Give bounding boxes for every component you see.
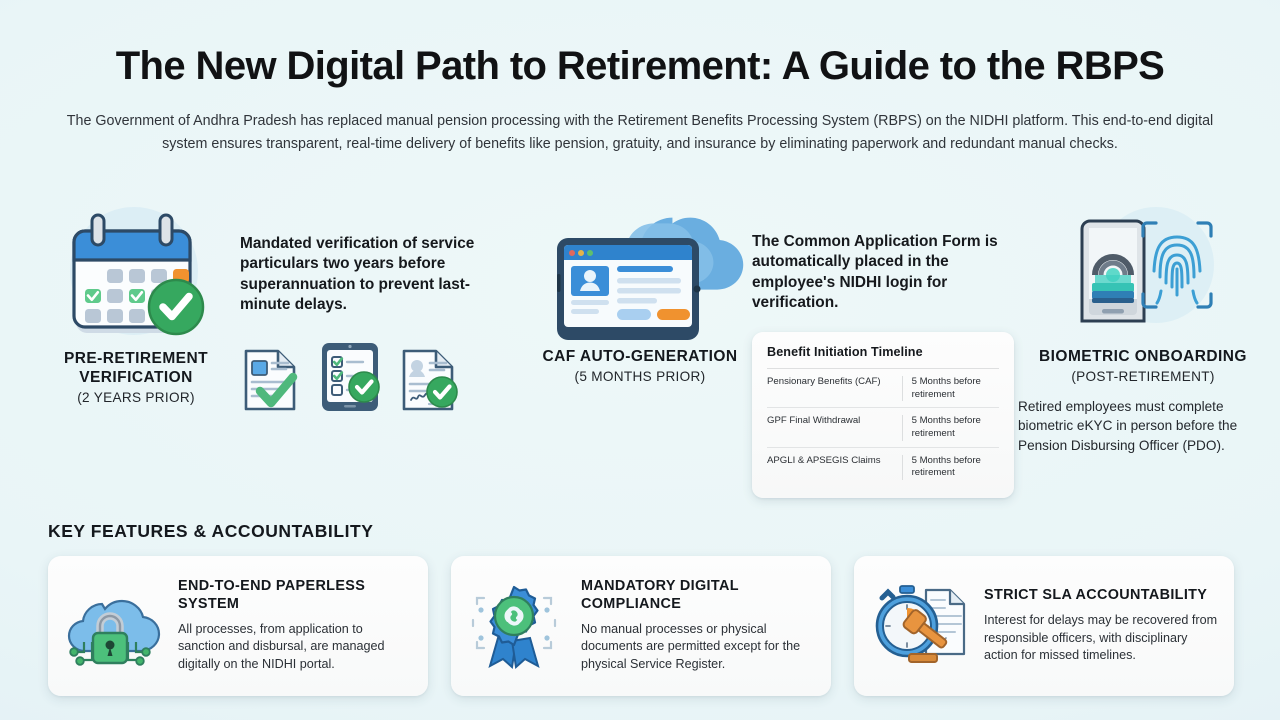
- timeline-when: 5 Months before retirement: [901, 375, 999, 402]
- feature-cards: END-TO-END PAPERLESS SYSTEM All processe…: [48, 556, 1234, 696]
- biometric-scanner-icon: [1018, 198, 1268, 348]
- process-step-verification-detail: Mandated verification of service particu…: [240, 234, 504, 413]
- timeline-when: 5 Months before retirement: [901, 415, 999, 441]
- feature-card-desc: Interest for delays may be recovered fro…: [984, 613, 1218, 663]
- timeline-when: 5 Months before retirement: [901, 454, 999, 480]
- caf-detail-block: The Common Application Form is automatic…: [752, 232, 1014, 498]
- feature-card-desc: All processes, from application to sanct…: [178, 621, 385, 672]
- signed-document-check-icon: [398, 347, 460, 413]
- cloud-tablet-form-icon: [520, 196, 760, 348]
- feature-card-title: MANDATORY DIGITAL COMPLIANCE: [581, 578, 739, 612]
- table-row: Pensionary Benefits (CAF) 5 Months befor…: [767, 367, 999, 407]
- caf-description: The Common Application Form is automatic…: [752, 233, 998, 312]
- feature-card-title: STRICT SLA ACCOUNTABILITY: [984, 586, 1208, 603]
- step-sublabel: (2 YEARS PRIOR): [77, 389, 195, 405]
- cloud-lock-icon: [62, 574, 166, 678]
- step-label: CAF AUTO-GENERATION: [542, 348, 738, 365]
- feature-card-paperless[interactable]: END-TO-END PAPERLESS SYSTEM All processe…: [48, 556, 428, 696]
- timeline-item: APGLI & APSEGIS Claims: [767, 454, 881, 466]
- timeline-item: GPF Final Withdrawal: [767, 415, 861, 427]
- feature-card-desc: No manual processes or physical document…: [581, 621, 801, 672]
- stopwatch-gavel-icon: [868, 574, 972, 678]
- step-sublabel: (POST-RETIREMENT): [1071, 368, 1215, 384]
- process-step-caf-generation: CAF AUTO-GENERATION (5 MONTHS PRIOR): [520, 196, 760, 384]
- page-header: The New Digital Path to Retirement: A Gu…: [0, 0, 1280, 156]
- step-label: PRE-RETIREMENT VERIFICATION: [63, 350, 209, 386]
- process-step-pre-retirement: PRE-RETIREMENT VERIFICATION (2 YEARS PRI…: [38, 200, 234, 405]
- process-row: PRE-RETIREMENT VERIFICATION (2 YEARS PRI…: [0, 196, 1280, 506]
- tablet-checklist-icon: [318, 341, 382, 413]
- calendar-check-icon: [38, 200, 234, 350]
- verification-description: Mandated verification of service particu…: [240, 235, 475, 314]
- feature-card-sla[interactable]: STRICT SLA ACCOUNTABILITY Interest for d…: [854, 556, 1234, 696]
- table-row: GPF Final Withdrawal 5 Months before ret…: [767, 407, 999, 446]
- feature-card-text: END-TO-END PAPERLESS SYSTEM All processe…: [178, 578, 412, 673]
- feature-card-text: MANDATORY DIGITAL COMPLIANCE No manual p…: [581, 578, 815, 673]
- timeline-title: Benefit Initiation Timeline: [767, 344, 923, 359]
- step-sublabel: (5 MONTHS PRIOR): [574, 368, 706, 384]
- step-label: BIOMETRIC ONBOARDING: [1039, 348, 1247, 365]
- document-icon-row: [240, 341, 504, 413]
- page-subtitle: The Government of Andhra Pradesh has rep…: [66, 113, 1214, 153]
- timeline-rows: Pensionary Benefits (CAF) 5 Months befor…: [767, 367, 999, 486]
- benefit-initiation-timeline-card: Benefit Initiation Timeline Pensionary B…: [752, 331, 1014, 498]
- timeline-item: Pensionary Benefits (CAF): [767, 375, 881, 387]
- page-title: The New Digital Path to Retirement: A Gu…: [115, 44, 1165, 88]
- feature-card-title: END-TO-END PAPERLESS SYSTEM: [178, 578, 366, 612]
- document-check-icon: [240, 347, 302, 413]
- table-row: APGLI & APSEGIS Claims 5 Months before r…: [767, 446, 999, 486]
- feature-card-compliance[interactable]: MANDATORY DIGITAL COMPLIANCE No manual p…: [451, 556, 831, 696]
- biometric-description: Retired employees must complete biometri…: [1018, 398, 1238, 453]
- feature-card-text: STRICT SLA ACCOUNTABILITY Interest for d…: [984, 587, 1218, 665]
- compliance-badge-link-icon: [465, 574, 569, 678]
- features-heading: KEY FEATURES & ACCOUNTABILITY: [48, 521, 374, 541]
- process-step-biometric-onboarding: BIOMETRIC ONBOARDING (POST-RETIREMENT) R…: [1018, 198, 1268, 455]
